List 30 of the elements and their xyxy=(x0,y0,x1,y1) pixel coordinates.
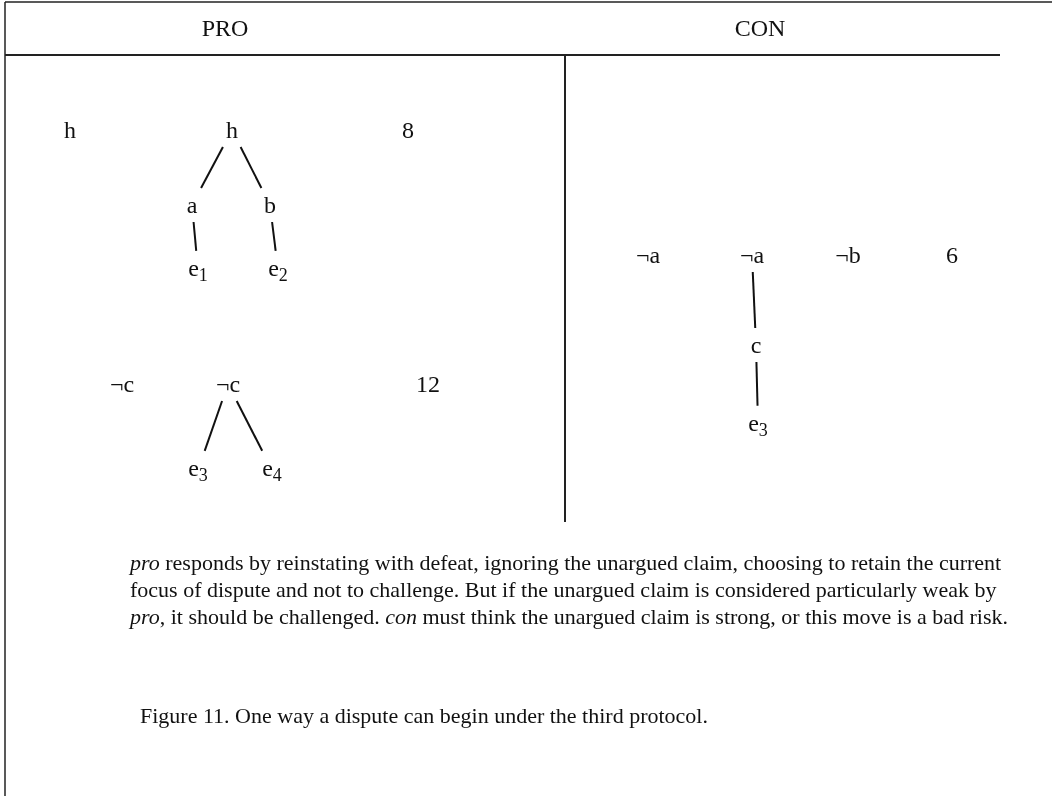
tree-node-label: h xyxy=(226,118,238,142)
tree-node-label: e$_{2}$ xyxy=(268,255,288,285)
move-number: 12 xyxy=(416,372,440,396)
tree-node-label: ¬a xyxy=(739,243,765,267)
move-number: 8 xyxy=(402,118,414,142)
heading: CON xyxy=(734,16,786,40)
tree-node-label: e$_{3}$ xyxy=(748,410,768,440)
figure-caption: Figure 11. One way a dispute can begin under the third protocol. xyxy=(140,703,709,730)
tree-node-label: e$_{3}$ xyxy=(188,455,208,485)
claim-label: ¬a xyxy=(635,243,661,267)
tree-node-label: e$_{1}$ xyxy=(188,255,208,285)
tree-branch xyxy=(751,271,757,329)
claim-label: ¬c xyxy=(109,372,135,396)
tree-node-label: a xyxy=(186,193,198,217)
tree-node-label: c xyxy=(750,333,762,357)
explanation-paragraph: pro responds by reinstating with defeat, ignoring the unargued claim, choosing to retain the current focus of dispute and not to challenge. But if the unargued claim is considered particularly weak by pro, it should be challenged. con must think the unargued claim is strong, or this move is a bad risk. xyxy=(130,550,1010,631)
tree-branch xyxy=(235,400,264,452)
tree-node-label: ¬c xyxy=(215,372,241,396)
tree-branch xyxy=(239,146,263,189)
tree-branch xyxy=(192,221,198,252)
tree-node-label: e$_{4}$ xyxy=(262,455,282,485)
heading: PRO xyxy=(201,16,249,40)
tree-node-label: b xyxy=(264,193,276,217)
claim-label: h xyxy=(64,118,76,142)
tree-branch xyxy=(755,361,759,407)
move-number: 6 xyxy=(946,243,958,267)
tree-branch xyxy=(271,221,277,252)
claim-label: ¬b xyxy=(835,243,861,267)
tree-branch xyxy=(200,146,224,189)
tree-branch xyxy=(203,400,224,452)
